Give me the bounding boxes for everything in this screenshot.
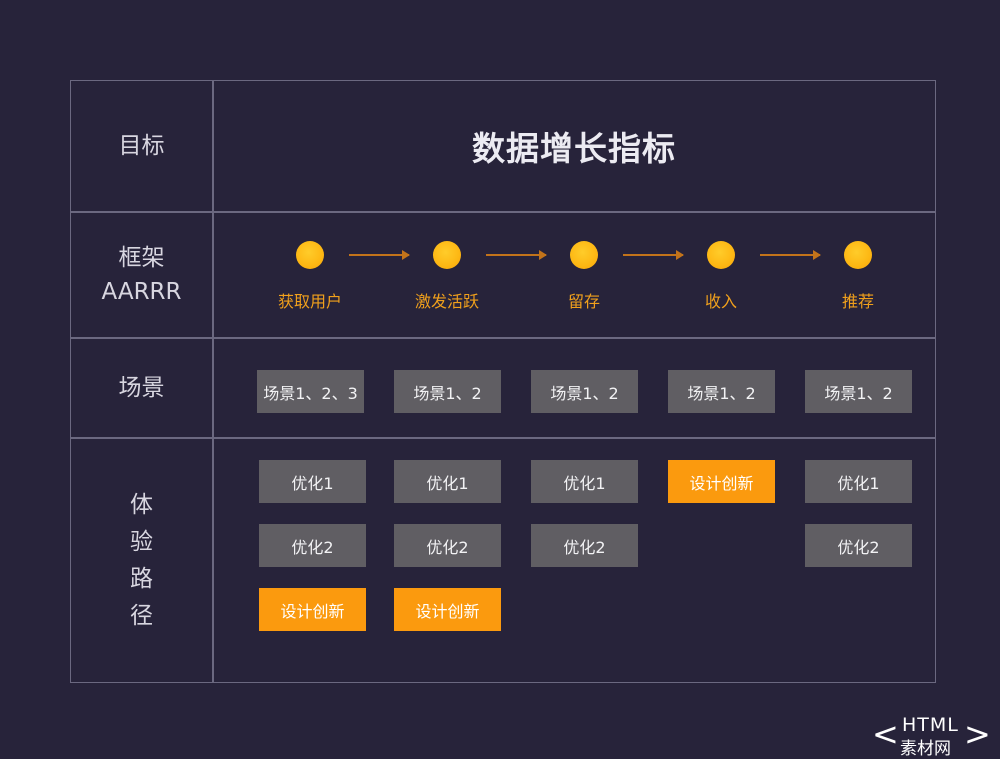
stage-retention: 留存 <box>524 241 644 312</box>
stage-referral: 推荐 <box>798 241 918 312</box>
scene-box: 场景1、2 <box>805 370 912 413</box>
diagram-title: 数据增长指标 <box>472 129 676 168</box>
path-box-optimize: 优化1 <box>805 460 912 503</box>
stage-activation: 激发活跃 <box>387 241 507 312</box>
scene-box: 场景1、2 <box>394 370 501 413</box>
path-box-design-innovation: 设计创新 <box>259 588 366 631</box>
scene-box: 场景1、2 <box>531 370 638 413</box>
row-label-path-char: 路 <box>130 566 153 592</box>
stage-label: 激发活跃 <box>414 292 479 311</box>
row-divider <box>71 437 935 439</box>
row-label-path: 体 验 路 径 <box>71 438 212 684</box>
path-box-optimize: 优化2 <box>394 524 501 567</box>
path-box-optimize: 优化1 <box>531 460 638 503</box>
chevron-left-icon: < <box>872 715 899 753</box>
watermark-logo: < HTML 素材网 > <box>872 712 991 759</box>
flow-arrow <box>760 250 821 260</box>
row-label-goal-text: 目标 <box>118 133 165 159</box>
flow-arrow <box>349 250 410 260</box>
scene-box: 场景1、2 <box>668 370 775 413</box>
flow-arrow <box>623 250 684 260</box>
path-box-optimize: 优化2 <box>805 524 912 567</box>
row-divider <box>71 211 935 213</box>
stage-dot <box>707 241 735 269</box>
column-divider <box>212 81 214 682</box>
stage-dot <box>570 241 598 269</box>
stage-dot <box>296 241 324 269</box>
row-divider <box>71 337 935 339</box>
row-label-path-char: 径 <box>130 603 153 629</box>
row-label-framework-line: AARRR <box>101 278 182 305</box>
path-box-design-innovation: 设计创新 <box>668 460 775 503</box>
stage-acquisition: 获取用户 <box>250 241 370 312</box>
stage-label: 留存 <box>567 292 600 311</box>
row-label-scene: 场景 <box>71 338 212 437</box>
row-label-path-char: 验 <box>130 529 153 555</box>
stage-label: 获取用户 <box>277 292 342 311</box>
path-box-optimize: 优化2 <box>531 524 638 567</box>
row-label-framework-line: 框架 <box>118 244 165 271</box>
logo-text-top: HTML <box>902 714 959 736</box>
path-box-design-innovation: 设计创新 <box>394 588 501 631</box>
stage-label: 收入 <box>704 292 737 311</box>
scene-box: 场景1、2、3 <box>257 370 364 413</box>
row-label-path-char: 体 <box>130 492 153 518</box>
path-box-optimize: 优化1 <box>394 460 501 503</box>
logo-text-bottom: 素材网 <box>900 739 951 759</box>
stage-dot <box>844 241 872 269</box>
stage-label: 推荐 <box>841 292 874 311</box>
chevron-right-icon: > <box>964 715 991 753</box>
flow-arrow <box>486 250 547 260</box>
stage-revenue: 收入 <box>661 241 781 312</box>
path-box-optimize: 优化1 <box>259 460 366 503</box>
row-label-framework: 框架 AARRR <box>71 212 212 337</box>
diagram-frame: 目标 框架 AARRR 场景 体 验 路 径 数据增长指标 <box>70 80 936 683</box>
path-box-optimize: 优化2 <box>259 524 366 567</box>
row-label-scene-text: 场景 <box>118 374 165 401</box>
stage-dot <box>433 241 461 269</box>
row-label-goal: 目标 <box>71 81 212 211</box>
